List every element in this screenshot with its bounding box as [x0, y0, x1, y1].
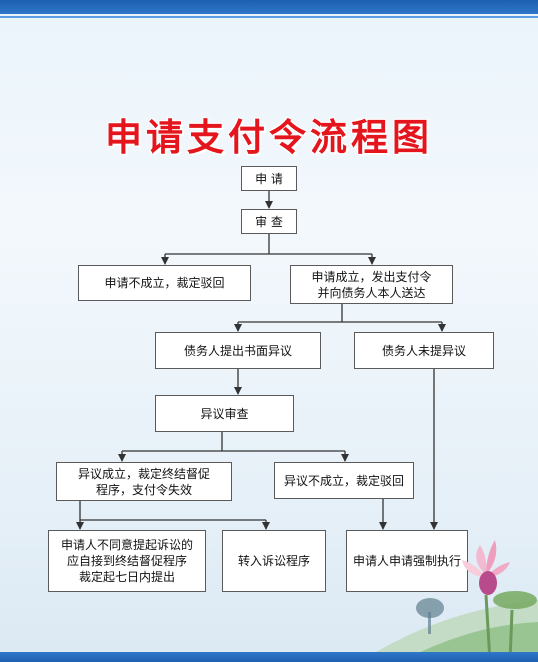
- node-enforcement: 申请人申请强制执行: [346, 530, 468, 592]
- node-rejected: 申请不成立，裁定驳回: [78, 265, 251, 301]
- node-issued: 申请成立，发出支付令 并向债务人本人送达: [290, 265, 453, 304]
- top-frame-bar: [0, 0, 538, 18]
- node-no-objection: 债务人未提异议: [354, 332, 494, 369]
- node-objection-valid: 异议成立，裁定终结督促 程序，支付令失效: [56, 462, 232, 501]
- diagram-title: 申请支付令流程图: [105, 116, 433, 159]
- node-apply: 申 请: [241, 166, 297, 191]
- node-litigation: 转入诉讼程序: [222, 530, 326, 592]
- node-objection-invalid: 异议不成立，裁定驳回: [274, 462, 414, 499]
- node-disagree: 申请人不同意提起诉讼的 应自接到终结督促程序 裁定起七日内提出: [48, 530, 206, 592]
- node-objection: 债务人提出书面异议: [155, 332, 321, 369]
- node-objection-review: 异议审查: [155, 395, 294, 432]
- bottom-frame-bar: [0, 652, 538, 662]
- node-review: 审 查: [241, 209, 297, 234]
